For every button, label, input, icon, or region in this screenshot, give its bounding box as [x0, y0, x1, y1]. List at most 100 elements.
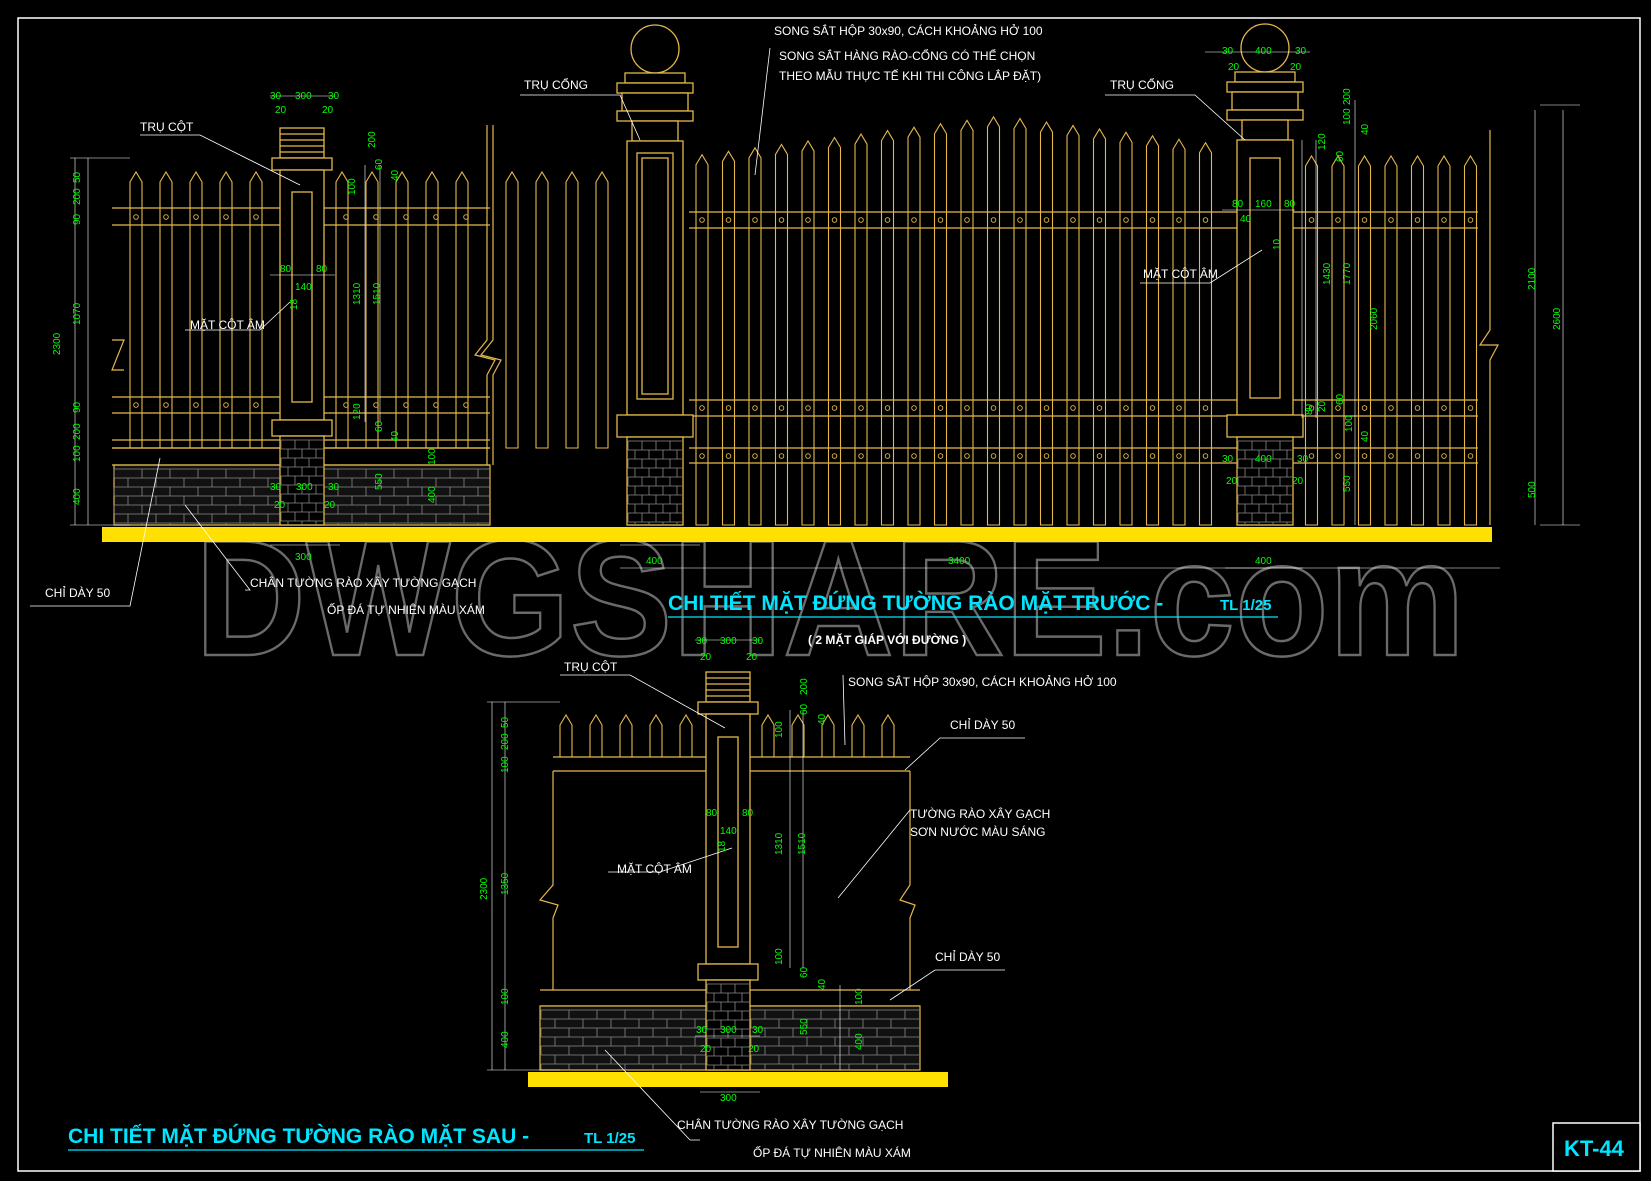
dim-front-300: 300 — [295, 91, 312, 102]
dim-back-l100b: 100 — [500, 988, 511, 1005]
rail-bolt — [1017, 405, 1023, 411]
dim-back-l100: 100 — [500, 756, 511, 773]
rail-bolt — [964, 217, 970, 223]
fence-picket — [1410, 154, 1425, 526]
fence-picket — [589, 713, 603, 758]
dim-back-m40: 40 — [817, 978, 828, 990]
dim-back-l50: 50 — [500, 716, 511, 728]
dim-front-rb80: 80 — [1304, 403, 1315, 415]
dim-front-rb20b: 20 — [1292, 476, 1304, 487]
rail-bolt — [253, 214, 259, 220]
dim-front-l400: 400 — [72, 488, 83, 505]
back-label-chi-day-top: CHỈ DÀY 50 — [950, 717, 1015, 732]
rail-bolt — [1043, 217, 1050, 223]
fence-picket — [1384, 154, 1398, 526]
dim-back-b20a: 20 — [700, 1044, 712, 1055]
dim-front-30a: 30 — [270, 91, 282, 102]
rail-bolt — [937, 405, 944, 411]
rail-bolt — [1176, 217, 1182, 223]
front-elevation: TRỤ CỘT TRỤ CỔNG TRỤ CỔNG SONG SẮT HỘP 3… — [30, 23, 1580, 647]
rail-bolt — [778, 217, 785, 223]
rail-bolt — [1308, 405, 1315, 411]
dim-back-t30a: 30 — [696, 636, 708, 647]
dim-front-l2300: 2300 — [52, 332, 63, 355]
dim-front-bot300: 300 — [295, 552, 312, 563]
rail-bolt — [778, 453, 785, 459]
fence-picket — [801, 139, 815, 526]
dim-front-base300: 300 — [296, 482, 313, 493]
rail-bolt — [1335, 217, 1341, 223]
dim-front-b100: 100 — [427, 448, 438, 465]
fence-picket — [189, 170, 203, 449]
sheet-border — [17, 17, 1641, 1172]
rail-bolt — [1096, 217, 1103, 223]
dim-front-20b: 20 — [322, 105, 334, 116]
back-title: CHI TIẾT MẶT ĐỨNG TƯỜNG RÀO MẶT SAU - — [68, 1124, 529, 1148]
fence-picket — [1172, 138, 1186, 526]
dim-front-r400: 400 — [1255, 46, 1272, 57]
fence-picket — [595, 170, 609, 449]
rail-bolt — [831, 217, 838, 223]
label-tru-cong-left: TRỤ CỔNG — [524, 77, 588, 92]
rail-bolt — [725, 453, 732, 459]
rail-bolt — [1414, 405, 1421, 411]
dim-front-rb40: 40 — [1360, 430, 1371, 442]
rail-bolt — [1202, 405, 1209, 411]
rail-bolt — [831, 453, 838, 459]
dim-front-base30a: 30 — [270, 482, 282, 493]
fence-picket — [721, 150, 736, 526]
rail-bolt — [964, 405, 970, 411]
dim-back-c80b: 80 — [742, 808, 754, 819]
rail-bolt — [990, 217, 997, 223]
dim-back-b30a: 30 — [696, 1025, 708, 1036]
rail-bolt — [911, 453, 917, 459]
back-ground-slab — [528, 1072, 948, 1087]
rail-bolt — [1123, 453, 1129, 459]
dim-front-r30a: 30 — [1222, 46, 1234, 57]
fence-picket — [761, 713, 775, 758]
dim-front-100: 100 — [347, 178, 358, 195]
fence-picket — [335, 170, 349, 449]
dim-front-l200b: 200 — [72, 423, 83, 440]
fence-picket — [535, 170, 549, 449]
dim-back-t20b: 20 — [746, 652, 758, 663]
dim-front-r100: 100 — [1342, 108, 1353, 125]
rail-bolt — [911, 405, 917, 411]
rail-bolt — [1176, 453, 1182, 459]
label-tru-cong-right: TRỤ CỔNG — [1110, 77, 1174, 92]
front-ground-slab — [102, 527, 1492, 542]
dim-front-rb30a: 30 — [1222, 454, 1234, 465]
rail-bolt — [752, 217, 758, 223]
rail-bolt — [253, 402, 259, 408]
rail-bolt — [911, 217, 917, 223]
dim-back-m100: 100 — [774, 948, 785, 965]
rail-bolt — [373, 214, 379, 220]
fence-picket — [1304, 154, 1319, 526]
label-song-sat-3: THEO MẪU THỰC TẾ KHI THI CÔNG LẮP ĐẶT) — [779, 68, 1041, 83]
back-label-chan-tuong: CHÂN TƯỜNG RÀO XÂY TƯỜNG GẠCH — [677, 1117, 903, 1132]
dim-back-r400: 400 — [854, 1033, 865, 1050]
dim-front-rb400: 400 — [1255, 454, 1272, 465]
rail-bolt — [990, 405, 997, 411]
rail-bolt — [1361, 217, 1368, 223]
dim-front-200: 200 — [367, 131, 378, 148]
label-tru-cot: TRỤ CỘT — [140, 119, 194, 134]
dim-back-l400: 400 — [500, 1031, 511, 1048]
rail-bolt — [1361, 405, 1368, 411]
rail-bolt — [1070, 453, 1076, 459]
front-pickets-left — [129, 170, 609, 449]
fence-picket — [880, 129, 895, 526]
fence-picket — [219, 170, 233, 449]
fence-picket — [425, 170, 439, 449]
rail-bolt — [463, 214, 469, 220]
label-op-da: ỐP ĐÁ TỰ NHIÊN MÀU XÁM — [327, 602, 485, 617]
rail-bolt — [884, 453, 891, 459]
dim-front-r2600: 2600 — [1552, 307, 1563, 330]
fence-picket — [1092, 127, 1107, 526]
fence-picket — [907, 126, 921, 526]
fence-picket — [455, 170, 469, 449]
rail-bolt — [884, 217, 891, 223]
fence-picket — [851, 713, 865, 758]
dim-front-b40: 40 — [390, 430, 401, 442]
